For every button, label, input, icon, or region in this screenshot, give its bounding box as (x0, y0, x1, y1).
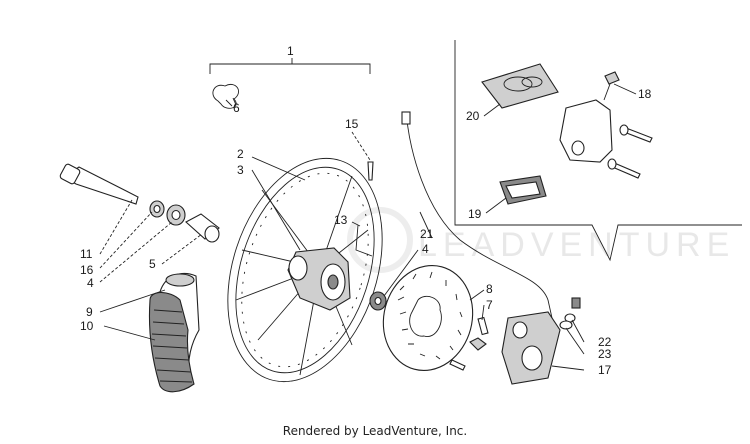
callout-10: 10 (80, 319, 94, 333)
callout-9: 9 (86, 305, 93, 319)
bearing-right-part (369, 291, 387, 311)
callout-2: 2 (237, 147, 244, 161)
brake-pads-part (499, 175, 547, 205)
bearing-left-part (166, 204, 186, 226)
callout-7: 7 (486, 298, 493, 312)
bracket-1 (209, 58, 371, 74)
callout-8: 8 (486, 282, 493, 296)
inset-frame (454, 40, 742, 262)
footer-credit: Rendered by LeadVenture, Inc. (282, 424, 468, 438)
tyre-part (148, 291, 195, 393)
o-ring-part (212, 84, 239, 109)
caliper-part (501, 311, 561, 385)
callout-4-left: 4 (87, 276, 94, 290)
disc-screw-part (449, 359, 466, 371)
callout-19: 19 (468, 207, 482, 221)
spacer-part (185, 213, 220, 243)
callout-17: 17 (598, 363, 612, 377)
svg-text:LEADVENTURE: LEADVENTURE (418, 226, 735, 264)
cable-13-part (355, 224, 373, 257)
axle-part (59, 163, 139, 205)
callout-15: 15 (345, 117, 359, 131)
callout-16: 16 (80, 263, 94, 277)
callout-1: 1 (287, 44, 294, 58)
callout-20: 20 (466, 109, 480, 123)
callout-22: 22 (598, 335, 612, 349)
watermark: LEADVENTURE (347, 207, 735, 273)
brake-disc-part (382, 265, 474, 371)
wheel-rim-part (227, 157, 383, 383)
callout-21: 21 (420, 227, 434, 241)
leader-lines (99, 83, 637, 371)
callout-23: 23 (598, 347, 612, 361)
callout-3: 3 (237, 163, 244, 177)
wheel-hub-part (287, 247, 351, 311)
brake-hose-part (406, 119, 553, 319)
callout-labels: 1 2 3 4 4 5 6 7 8 9 10 11 13 15 16 17 18… (80, 44, 652, 377)
callout-13: 13 (334, 213, 348, 227)
callout-6: 6 (233, 101, 240, 115)
callout-4-right: 4 (422, 242, 429, 256)
valve-part (367, 161, 374, 181)
disc-bolt-part (469, 316, 489, 351)
seal-kit-part (481, 63, 559, 109)
caliper-body-part (559, 71, 653, 179)
banjo-bolt-part (559, 297, 581, 330)
callout-18: 18 (638, 87, 652, 101)
callout-11: 11 (80, 247, 93, 261)
callout-5: 5 (149, 257, 156, 271)
